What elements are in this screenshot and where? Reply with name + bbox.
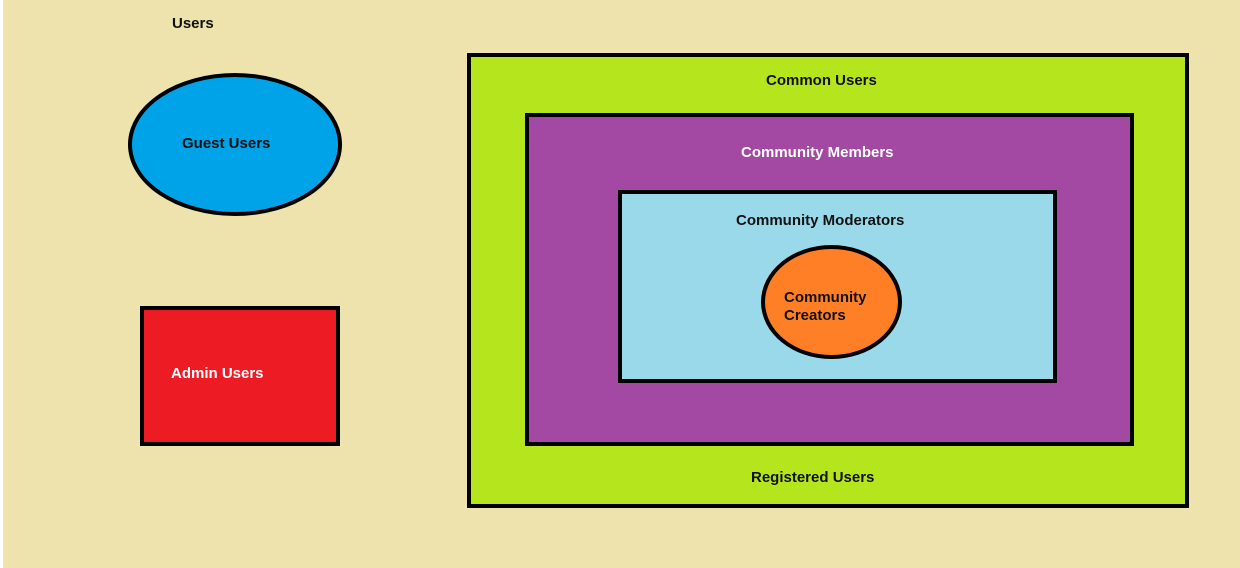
admin-users-box [140,306,340,446]
registered-users-label: Registered Users [751,469,875,486]
diagram-canvas: Users Guest Users Admin Users Common Use… [3,0,1240,568]
guest-users-label: Guest Users [182,135,271,152]
common-users-label: Common Users [766,72,877,89]
community-creators-ellipse [761,245,902,359]
guest-users-ellipse [128,73,342,216]
community-moderators-label: Community Moderators [736,212,905,229]
community-creators-label-line1: Community [784,289,867,306]
community-creators-label-line2: Creators [784,307,846,324]
admin-users-label: Admin Users [171,365,264,382]
community-members-label: Community Members [741,144,894,161]
community-creators-label: Community Creators [784,289,884,325]
diagram-title: Users [172,15,214,32]
